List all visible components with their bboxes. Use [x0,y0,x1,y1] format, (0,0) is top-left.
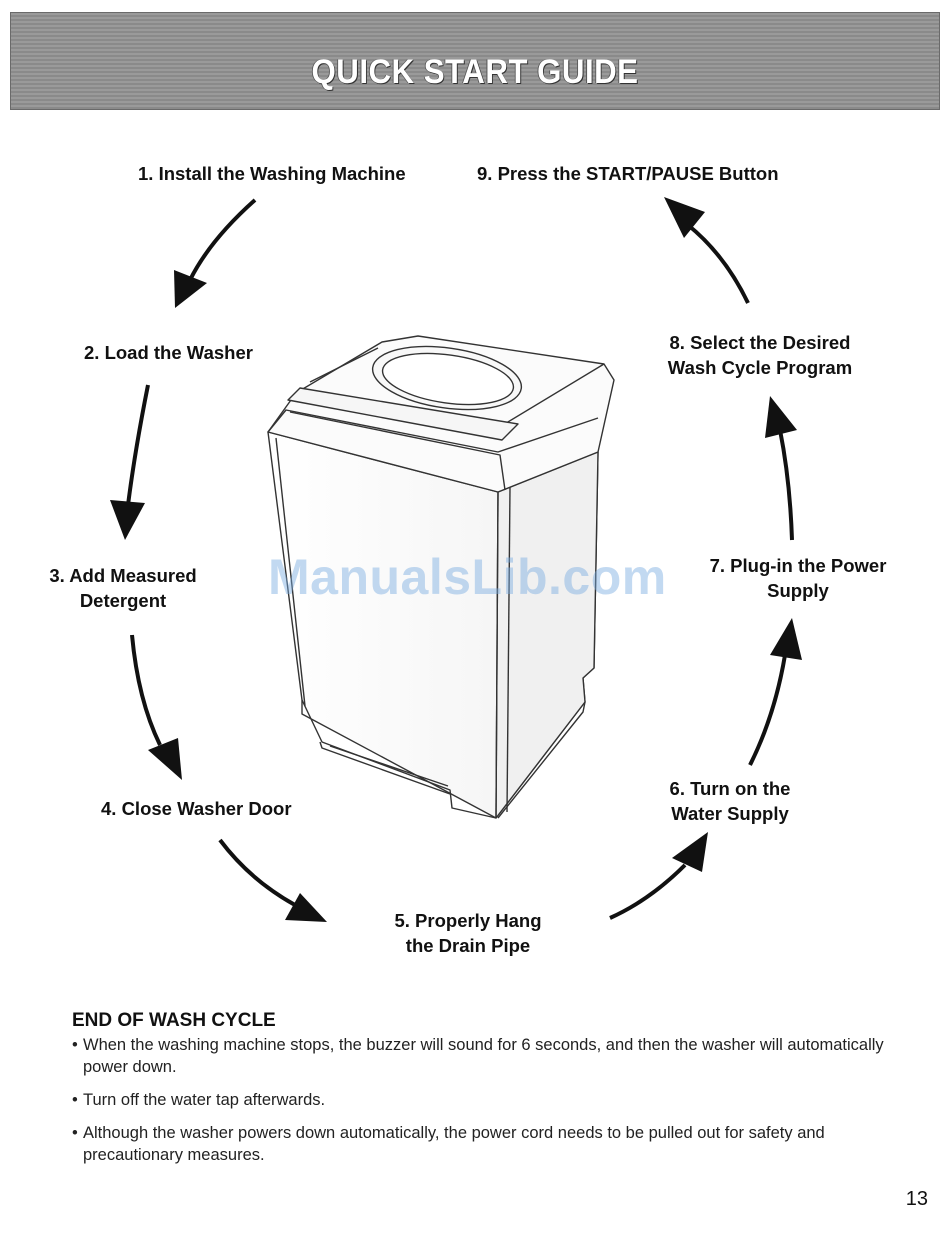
step-8-line2: Wash Cycle Program [667,357,853,378]
step-3-line2: Detergent [79,590,167,611]
washing-machine-icon [267,335,615,819]
step-3-label: 3. Add Measured Detergent [32,563,214,613]
step-5-line2: the Drain Pipe [405,935,531,956]
arrow-8-to-9-icon [664,197,750,304]
step-1-label: 1. Install the Washing Machine [138,163,406,184]
step-9-label: 9. Press the START/PAUSE Button [477,163,779,184]
list-item: When the washing machine stops, the buzz… [70,1034,900,1078]
arrow-7-to-8-icon [765,396,797,541]
step-7-line2: Supply [767,580,829,601]
arrow-6-to-7-icon [748,618,802,766]
arrow-1-to-2-icon [174,198,257,308]
arrow-5-to-6-icon [609,832,708,920]
step-6-line1: 6. Turn on the [669,778,791,799]
list-item: Turn off the water tap afterwards. [70,1089,900,1111]
step-2-label: 2. Load the Washer [84,342,253,363]
step-8-label: 8. Select the Desired Wash Cycle Program [655,330,865,380]
step-3-line1: 3. Add Measured [49,565,197,586]
step-6-label: 6. Turn on the Water Supply [650,776,810,826]
step-7-line1: 7. Plug-in the Power [709,555,887,576]
step-6-line2: Water Supply [671,803,789,824]
end-of-cycle-heading: END OF WASH CYCLE [72,1010,276,1031]
page-title: QUICK START GUIDE [311,53,639,91]
watermark: ManualsLib.com [268,549,667,605]
step-5-label: 5. Properly Hang the Drain Pipe [383,908,553,958]
arrow-4-to-5-icon [218,838,327,922]
page-number: 13 [905,1188,928,1210]
end-of-cycle-list: When the washing machine stops, the buzz… [70,1034,900,1177]
arrow-3-to-4-icon [130,634,182,780]
step-4-label: 4. Close Washer Door [101,798,292,819]
list-item: Although the washer powers down automati… [70,1122,900,1166]
step-7-label: 7. Plug-in the Power Supply [697,553,899,603]
step-8-line1: 8. Select the Desired [669,332,851,353]
arrow-2-to-3-icon [110,384,150,540]
title-banner: QUICK START GUIDE [10,12,940,110]
step-5-line1: 5. Properly Hang [394,910,542,931]
